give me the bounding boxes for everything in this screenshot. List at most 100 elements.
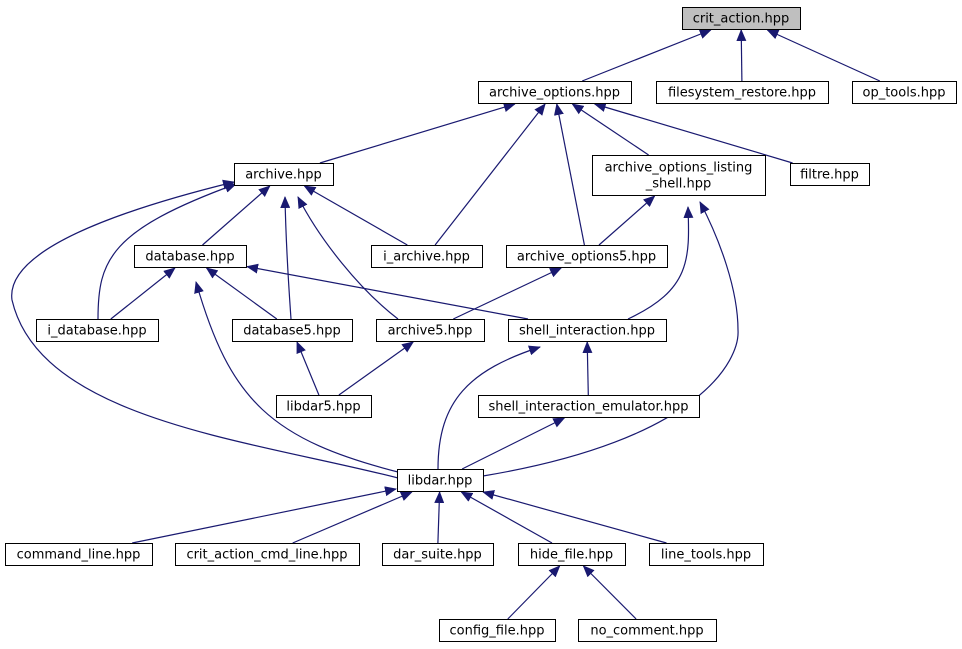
node-box bbox=[656, 81, 829, 104]
edge-filtre-to-archive-options bbox=[593, 102, 793, 164]
node-libdar5[interactable]: libdar5.hpp bbox=[276, 395, 372, 418]
edge-libdar-to-archive bbox=[11, 179, 399, 479]
node-box bbox=[508, 319, 667, 342]
node-label: config_file.hpp bbox=[450, 624, 545, 639]
node-label: shell_interaction_emulator.hpp bbox=[488, 400, 688, 415]
node-label: hide_file.hpp bbox=[530, 548, 613, 563]
node-archive-options[interactable]: archive_options.hpp bbox=[478, 81, 632, 104]
node-label: crit_action.hpp bbox=[693, 12, 790, 27]
node-database5[interactable]: database5.hpp bbox=[232, 319, 353, 342]
edge-config-file-to-hide-file bbox=[507, 565, 561, 620]
node-box bbox=[649, 543, 764, 566]
node-shell-interaction[interactable]: shell_interaction.hpp bbox=[508, 319, 667, 342]
edge-archive-options-listing-shell-to-archive-options bbox=[571, 103, 649, 156]
node-label: _shell.hpp bbox=[645, 177, 712, 192]
node-dar-suite[interactable]: dar_suite.hpp bbox=[382, 543, 494, 566]
node-box bbox=[397, 469, 484, 492]
node-shell-interaction-emulator[interactable]: shell_interaction_emulator.hpp bbox=[478, 395, 700, 418]
node-i-database[interactable]: i_database.hpp bbox=[36, 319, 159, 342]
node-box bbox=[175, 543, 360, 566]
node-label: i_database.hpp bbox=[47, 324, 146, 339]
node-label: archive_options5.hpp bbox=[517, 250, 656, 265]
node-box bbox=[518, 543, 626, 566]
edge-archive-to-archive-options bbox=[319, 102, 516, 164]
node-box bbox=[382, 543, 494, 566]
edge-no-comment-to-hide-file bbox=[582, 565, 637, 620]
nodes-layer: crit_action.hpp archive_options.hpp filesy… bbox=[5, 7, 957, 642]
node-label: op_tools.hpp bbox=[863, 86, 946, 101]
node-label: no_comment.hpp bbox=[590, 624, 703, 639]
node-label: line_tools.hpp bbox=[661, 548, 751, 563]
node-archive-options5[interactable]: archive_options5.hpp bbox=[506, 245, 668, 268]
edge-i-archive-to-archive-options bbox=[434, 103, 546, 246]
edge-libdar-to-database bbox=[194, 281, 403, 474]
edge-database5-to-archive bbox=[280, 196, 292, 320]
node-command-line[interactable]: command_line.hpp bbox=[5, 543, 153, 566]
node-crit-action-cmd-line[interactable]: crit_action_cmd_line.hpp bbox=[175, 543, 360, 566]
node-box bbox=[276, 395, 372, 418]
node-label: archive.hpp bbox=[245, 168, 322, 183]
edge-archive5-to-archive-options5 bbox=[453, 267, 563, 320]
edge-libdar5-to-archive5 bbox=[338, 341, 415, 396]
edge-i-archive-to-archive bbox=[303, 185, 408, 246]
node-libdar[interactable]: libdar.hpp bbox=[397, 469, 484, 492]
node-filtre[interactable]: filtre.hpp bbox=[790, 163, 870, 186]
edge-crit-action-cmd-line-to-libdar bbox=[292, 491, 413, 544]
node-box bbox=[134, 245, 247, 268]
node-label: libdar5.hpp bbox=[286, 400, 360, 415]
node-i-archive[interactable]: i_archive.hpp bbox=[371, 245, 483, 268]
edge-shell-interaction-to-database bbox=[246, 263, 529, 320]
edge-hide-file-to-libdar bbox=[460, 491, 553, 544]
node-archive-options-listing-shell[interactable]: archive_options_listing_shell.hpp bbox=[592, 155, 766, 196]
node-box bbox=[439, 619, 556, 642]
node-box bbox=[506, 245, 668, 268]
node-label: dar_suite.hpp bbox=[393, 548, 482, 563]
edge-i-database-to-archive bbox=[97, 183, 237, 320]
node-box bbox=[5, 543, 153, 566]
edge-archive-options5-to-archive-options bbox=[554, 103, 585, 246]
node-hide-file[interactable]: hide_file.hpp bbox=[518, 543, 626, 566]
edge-libdar-to-shell-interaction-emulator bbox=[461, 417, 566, 470]
node-label: shell_interaction.hpp bbox=[519, 324, 655, 339]
node-label: archive5.hpp bbox=[388, 324, 473, 339]
node-box bbox=[232, 319, 353, 342]
node-label: crit_action_cmd_line.hpp bbox=[186, 548, 347, 563]
edge-libdar5-to-database5 bbox=[296, 341, 320, 396]
node-box bbox=[478, 395, 700, 418]
node-box bbox=[790, 163, 870, 186]
edge-op-tools-to-crit-action bbox=[766, 29, 881, 82]
node-database[interactable]: database.hpp bbox=[134, 245, 247, 268]
node-label: database5.hpp bbox=[243, 324, 340, 339]
node-op-tools[interactable]: op_tools.hpp bbox=[852, 81, 957, 104]
node-label: archive_options_listing bbox=[605, 161, 753, 176]
edge-libdar-to-archive-options-listing-shell bbox=[482, 201, 739, 477]
edge-line-tools-to-libdar bbox=[482, 490, 667, 544]
node-line-tools[interactable]: line_tools.hpp bbox=[649, 543, 764, 566]
node-box bbox=[478, 81, 632, 104]
node-archive5[interactable]: archive5.hpp bbox=[376, 319, 485, 342]
node-box bbox=[36, 319, 159, 342]
node-crit-action[interactable]: crit_action.hpp bbox=[682, 7, 801, 30]
edge-archive5-to-archive bbox=[297, 196, 399, 320]
node-box bbox=[682, 7, 801, 30]
edge-database5-to-database bbox=[205, 267, 278, 320]
node-label: i_archive.hpp bbox=[383, 250, 470, 265]
edge-archive-options5-to-archive-options-listing-shell bbox=[598, 195, 656, 246]
node-box bbox=[371, 245, 483, 268]
edges-layer bbox=[11, 29, 881, 620]
node-label: filesystem_restore.hpp bbox=[668, 86, 816, 101]
edge-dar-suite-to-libdar bbox=[434, 491, 445, 544]
edge-command-line-to-libdar bbox=[132, 486, 397, 544]
node-label: libdar.hpp bbox=[408, 474, 473, 489]
node-box bbox=[578, 619, 717, 642]
node-config-file[interactable]: config_file.hpp bbox=[439, 619, 556, 642]
node-label: command_line.hpp bbox=[17, 548, 141, 563]
edge-shell-interaction-to-archive-options-listing-shell bbox=[627, 206, 694, 320]
node-archive[interactable]: archive.hpp bbox=[234, 163, 334, 186]
node-box bbox=[592, 155, 766, 196]
node-no-comment[interactable]: no_comment.hpp bbox=[578, 619, 717, 642]
node-box bbox=[852, 81, 957, 104]
node-filesystem-restore[interactable]: filesystem_restore.hpp bbox=[656, 81, 829, 104]
node-box bbox=[234, 163, 334, 186]
